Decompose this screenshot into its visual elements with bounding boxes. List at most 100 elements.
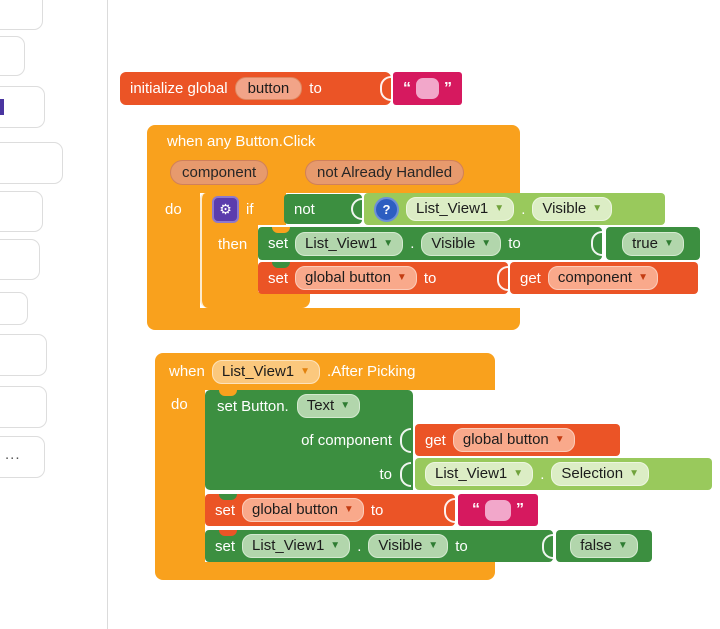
param-component-field[interactable]: component <box>170 160 269 185</box>
set-visible-block[interactable]: set List_View1 ▼ . Visible ▼ to <box>258 227 602 260</box>
do-label: do <box>171 396 188 413</box>
palette-item-accent <box>0 99 4 115</box>
dropdown-arrow-icon: ▼ <box>494 203 505 214</box>
palette-item[interactable] <box>0 239 40 280</box>
variable-dropdown[interactable]: global button ▼ <box>452 428 575 452</box>
true-value-block[interactable]: true ▼ <box>606 227 700 260</box>
palette-item[interactable] <box>0 292 28 325</box>
socket-icon <box>351 198 362 220</box>
set-button-text-block[interactable]: set Button. Text ▼ of component to <box>205 390 413 490</box>
when-after-picking-block[interactable]: when List_View1 ▼ .After Picking <box>155 353 495 390</box>
dropdown-arrow-icon: ▼ <box>592 203 603 214</box>
dropdown-arrow-icon: ▼ <box>343 504 354 515</box>
if-block[interactable]: ⚙ if <box>200 193 286 225</box>
palette-item[interactable] <box>0 334 47 376</box>
if-block-spine[interactable]: then <box>200 225 258 292</box>
to-label: to <box>379 465 392 483</box>
dot-label: . <box>521 200 526 218</box>
condition-getter-block[interactable]: ? List_View1 ▼ . Visible ▼ <box>364 193 665 225</box>
string-text-input[interactable] <box>485 499 511 521</box>
empty-string-block[interactable]: “ ” <box>393 72 462 105</box>
initialize-global-block[interactable]: initialize global button to <box>120 72 391 105</box>
block-notch <box>219 530 237 536</box>
not-block[interactable]: not <box>284 194 362 224</box>
palette-item[interactable] <box>0 86 45 128</box>
palette-item[interactable] <box>0 191 43 232</box>
of-component-label: of component <box>301 431 392 449</box>
when-block-bottom[interactable] <box>155 562 495 580</box>
dropdown-arrow-icon: ▼ <box>513 468 524 479</box>
do-label: do <box>165 201 182 218</box>
logic-value-dropdown[interactable]: false ▼ <box>570 534 638 558</box>
when-any-button-click-block[interactable]: when any Button.Click component not Alre… <box>147 125 520 193</box>
set-global-button-block[interactable]: set global button ▼ to <box>205 494 455 526</box>
variable-dropdown[interactable]: component ▼ <box>547 266 658 290</box>
close-quote: ” <box>444 79 452 97</box>
open-quote: “ <box>472 501 480 518</box>
palette-divider <box>107 0 108 629</box>
set-global-button-block[interactable]: set global button ▼ to <box>258 262 508 294</box>
component-dropdown[interactable]: List_View1 ▼ <box>242 534 351 558</box>
palette-item-more[interactable]: ... <box>0 436 45 478</box>
dropdown-arrow-icon: ▼ <box>629 468 639 479</box>
false-value-block[interactable]: false ▼ <box>556 530 652 562</box>
event-title: when any Button.Click <box>167 133 316 150</box>
get-global-button-block[interactable]: get global button ▼ <box>415 424 620 456</box>
property-dropdown[interactable]: Visible ▼ <box>368 534 449 558</box>
block-notch <box>272 262 290 268</box>
component-dropdown[interactable]: List_View1 ▼ <box>295 231 404 256</box>
property-dropdown[interactable]: Text ▼ <box>296 394 361 418</box>
when-block-spine[interactable]: do <box>147 193 200 308</box>
socket-icon <box>542 533 553 559</box>
set-visible-block[interactable]: set List_View1 ▼ . Visible ▼ to <box>205 530 553 562</box>
block-notch <box>219 494 237 500</box>
close-quote: ” <box>516 501 524 518</box>
palette-item[interactable] <box>0 36 25 76</box>
event-name-label: .After Picking <box>327 363 416 380</box>
dropdown-arrow-icon: ▼ <box>638 272 648 283</box>
socket-icon <box>497 265 508 291</box>
socket-icon <box>400 427 411 453</box>
dropdown-arrow-icon: ▼ <box>300 365 311 377</box>
initialize-label: initialize global <box>130 80 228 97</box>
when-block-spine[interactable]: do <box>155 390 205 562</box>
palette-item[interactable] <box>0 0 43 30</box>
logic-value-dropdown[interactable]: true ▼ <box>622 231 684 256</box>
if-label: if <box>246 200 254 218</box>
if-block-bottom[interactable] <box>200 292 310 308</box>
ellipsis-label: ... <box>5 446 21 463</box>
property-dropdown[interactable]: Visible ▼ <box>532 197 613 221</box>
dropdown-arrow-icon: ▼ <box>330 540 341 551</box>
open-quote: “ <box>403 79 411 97</box>
palette-item[interactable] <box>0 142 63 184</box>
mutator-gear-icon[interactable]: ⚙ <box>212 195 239 223</box>
get-component-block[interactable]: get component ▼ <box>510 262 698 294</box>
dropdown-arrow-icon: ▼ <box>663 237 674 249</box>
block-notch <box>272 227 290 233</box>
not-label: not <box>294 200 315 218</box>
empty-string-block[interactable]: “ ” <box>458 494 538 526</box>
property-dropdown[interactable]: Selection ▼ <box>551 462 649 486</box>
component-dropdown[interactable]: List_View1 ▼ <box>425 462 534 486</box>
dropdown-arrow-icon: ▼ <box>481 237 492 249</box>
variable-name-field[interactable]: button <box>234 77 303 100</box>
help-question-icon[interactable]: ? <box>374 196 399 222</box>
selection-getter-block[interactable]: List_View1 ▼ . Selection ▼ <box>415 458 712 490</box>
property-dropdown[interactable]: Visible ▼ <box>421 231 502 256</box>
param-not-already-handled-field[interactable]: not Already Handled <box>305 160 465 185</box>
then-label: then <box>218 236 248 253</box>
dropdown-arrow-icon: ▼ <box>340 400 351 411</box>
string-text-input[interactable] <box>416 78 439 99</box>
socket-icon <box>444 497 455 523</box>
component-dropdown[interactable]: List_View1 ▼ <box>211 359 321 384</box>
variable-dropdown[interactable]: global button ▼ <box>242 498 364 522</box>
dropdown-arrow-icon: ▼ <box>428 540 439 551</box>
when-block-bottom[interactable] <box>147 308 520 330</box>
socket-icon <box>591 231 602 256</box>
component-dropdown[interactable]: List_View1 ▼ <box>406 197 515 221</box>
socket-icon <box>380 76 391 101</box>
block-notch <box>219 390 237 396</box>
palette-item[interactable] <box>0 386 47 428</box>
variable-dropdown[interactable]: global button ▼ <box>295 266 417 290</box>
